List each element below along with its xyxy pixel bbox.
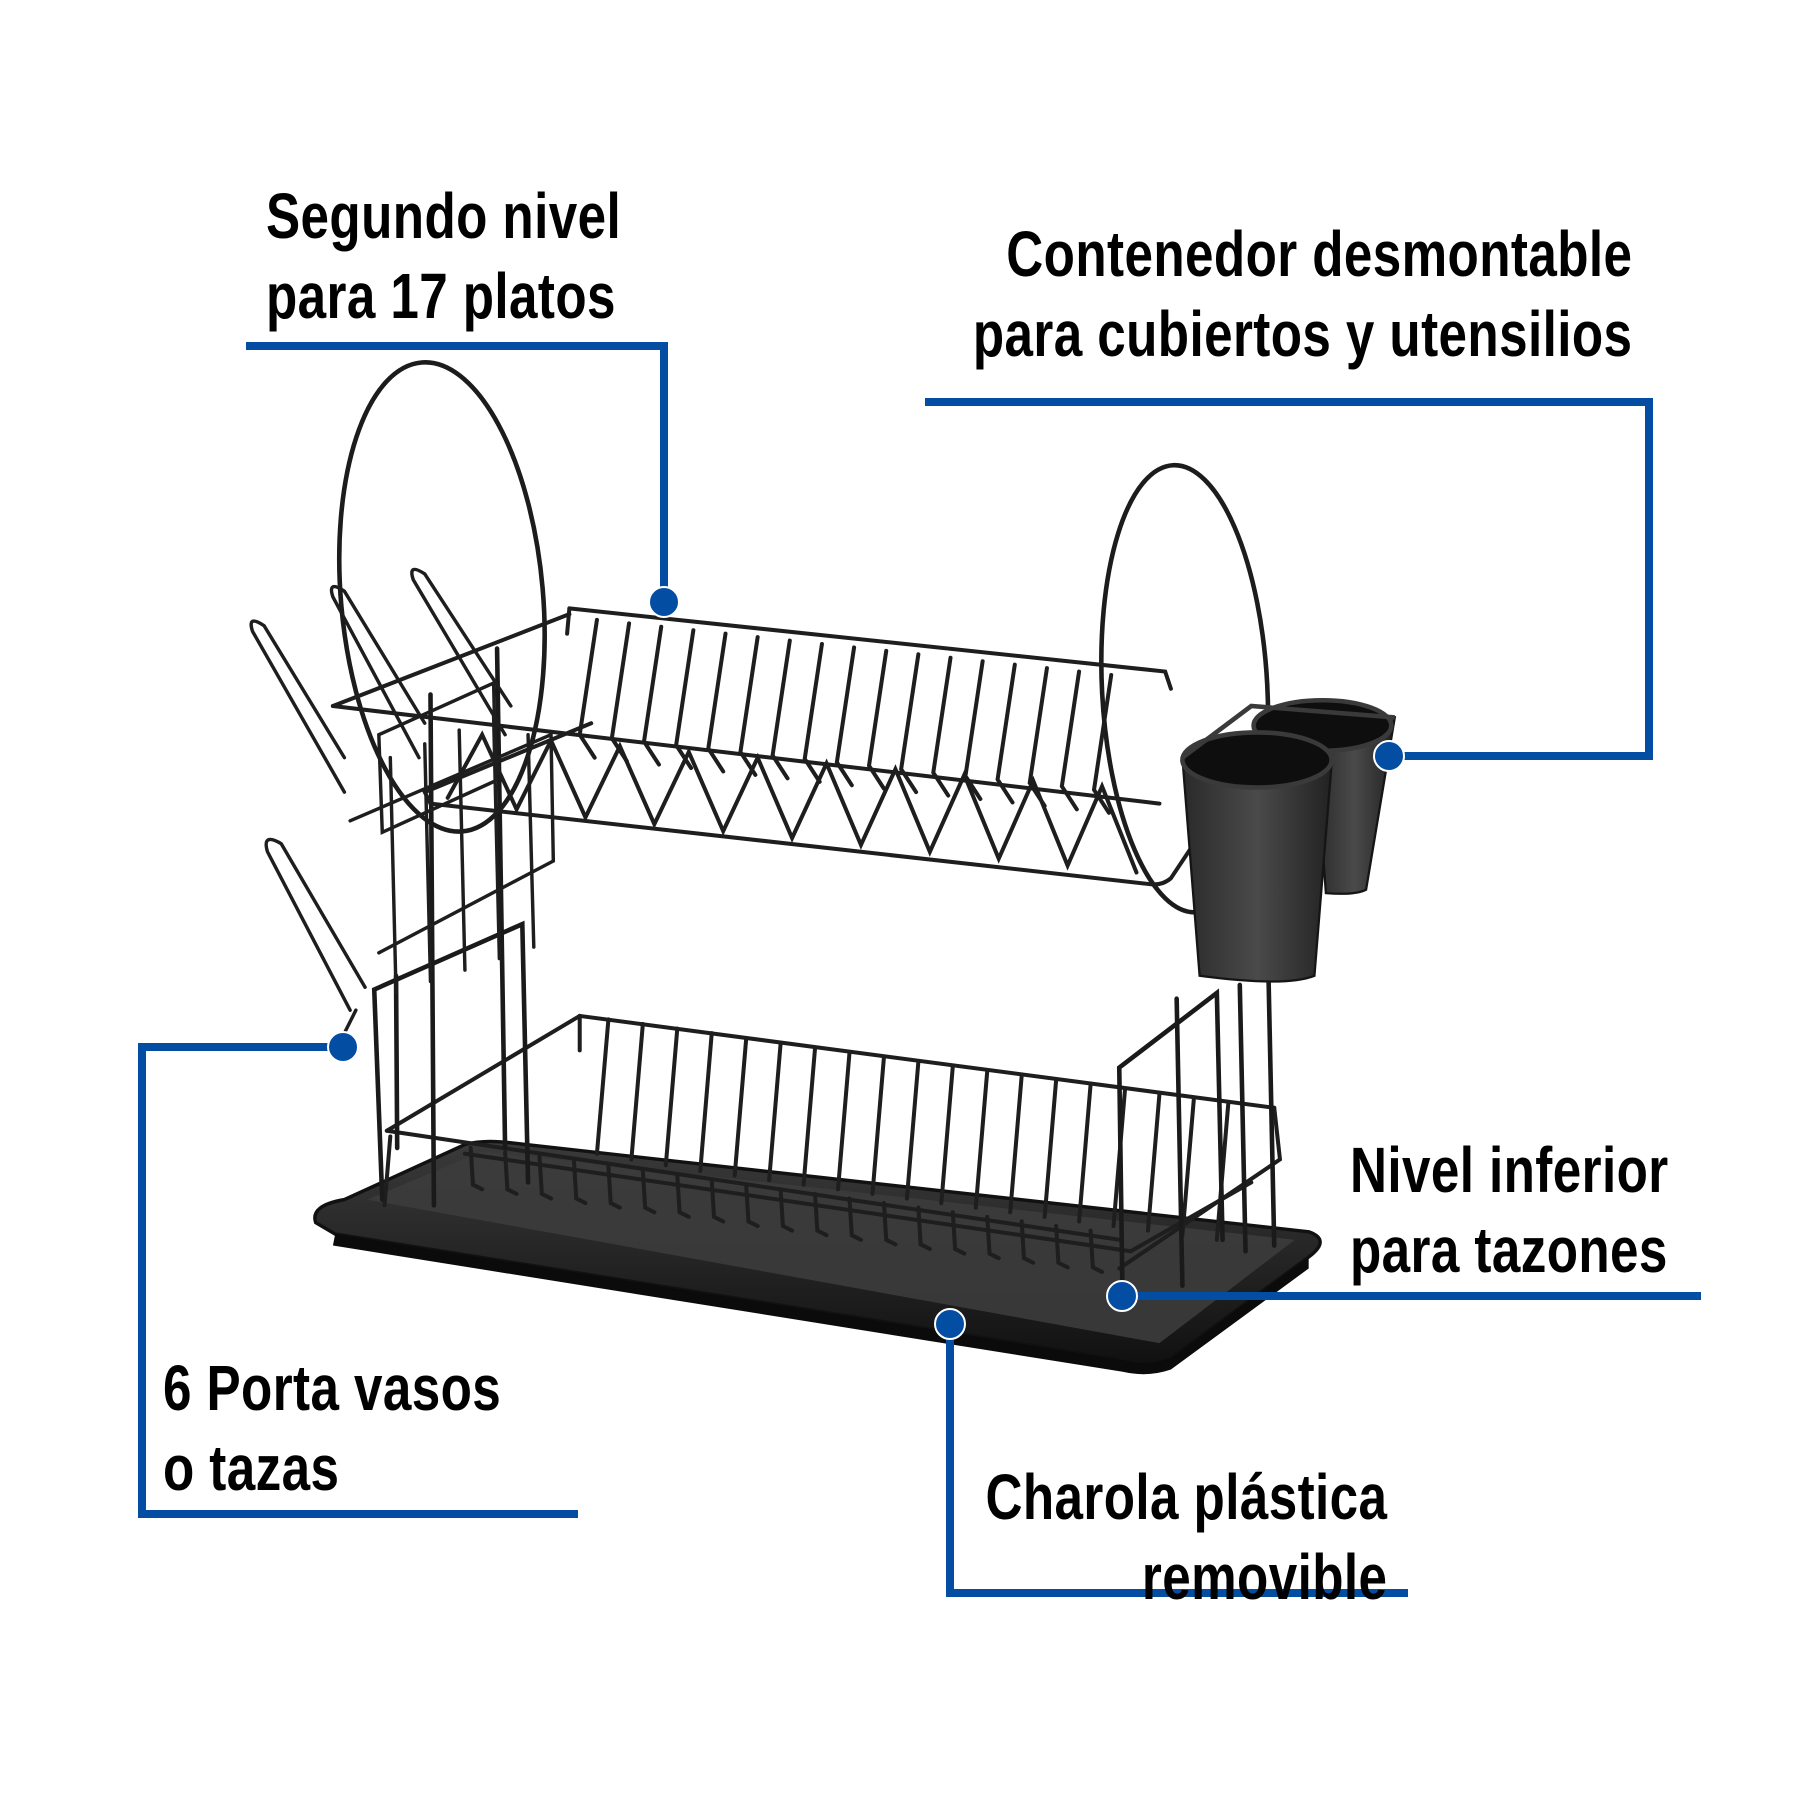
callout-dot-utensil-container: [1373, 740, 1405, 772]
cutlery-container: [1180, 697, 1397, 983]
callout-line-second-level: [246, 342, 668, 602]
callout-plastic-tray: Charola plástica removible: [985, 1457, 1387, 1617]
callout-line-1: Nivel inferior: [1350, 1134, 1669, 1206]
callout-line-1: Segundo nivel: [266, 180, 622, 252]
callout-lower-level: Nivel inferior para tazones: [1350, 1130, 1669, 1290]
upper-rack: [330, 606, 1208, 887]
callout-line-2: para cubiertos y utensilios: [972, 298, 1632, 370]
callout-dot-lower-level: [1106, 1280, 1138, 1312]
callout-cup-holders: 6 Porta vasos o tazas: [163, 1348, 501, 1508]
callout-line-utensil-container: [925, 398, 1653, 760]
callout-dot-cup-holders: [327, 1031, 359, 1063]
cup-holder-arms: [249, 567, 556, 1035]
callout-line-1: Contenedor desmontable: [1005, 218, 1632, 290]
callout-line-cup-holders: [138, 1043, 578, 1518]
callout-line-2: para 17 platos: [266, 260, 616, 332]
callout-line-1: 6 Porta vasos: [163, 1352, 502, 1424]
callout-line-1: Charola plástica: [985, 1461, 1387, 1533]
rack-frame: [371, 646, 1277, 1311]
callout-second-level: Segundo nivel para 17 platos: [266, 176, 621, 336]
callout-line-plastic-tray: [946, 1324, 1408, 1597]
callout-line-2: para tazones: [1350, 1214, 1668, 1286]
callout-utensil-container: Contenedor desmontable para cubiertos y …: [972, 214, 1632, 374]
plastic-tray: [313, 1139, 1322, 1375]
callout-dot-second-level: [648, 586, 680, 618]
callout-line-2: o tazas: [163, 1432, 340, 1504]
callout-dot-plastic-tray: [934, 1308, 966, 1340]
callout-line-2: removible: [1141, 1541, 1387, 1613]
lower-rack: [382, 1013, 1283, 1274]
